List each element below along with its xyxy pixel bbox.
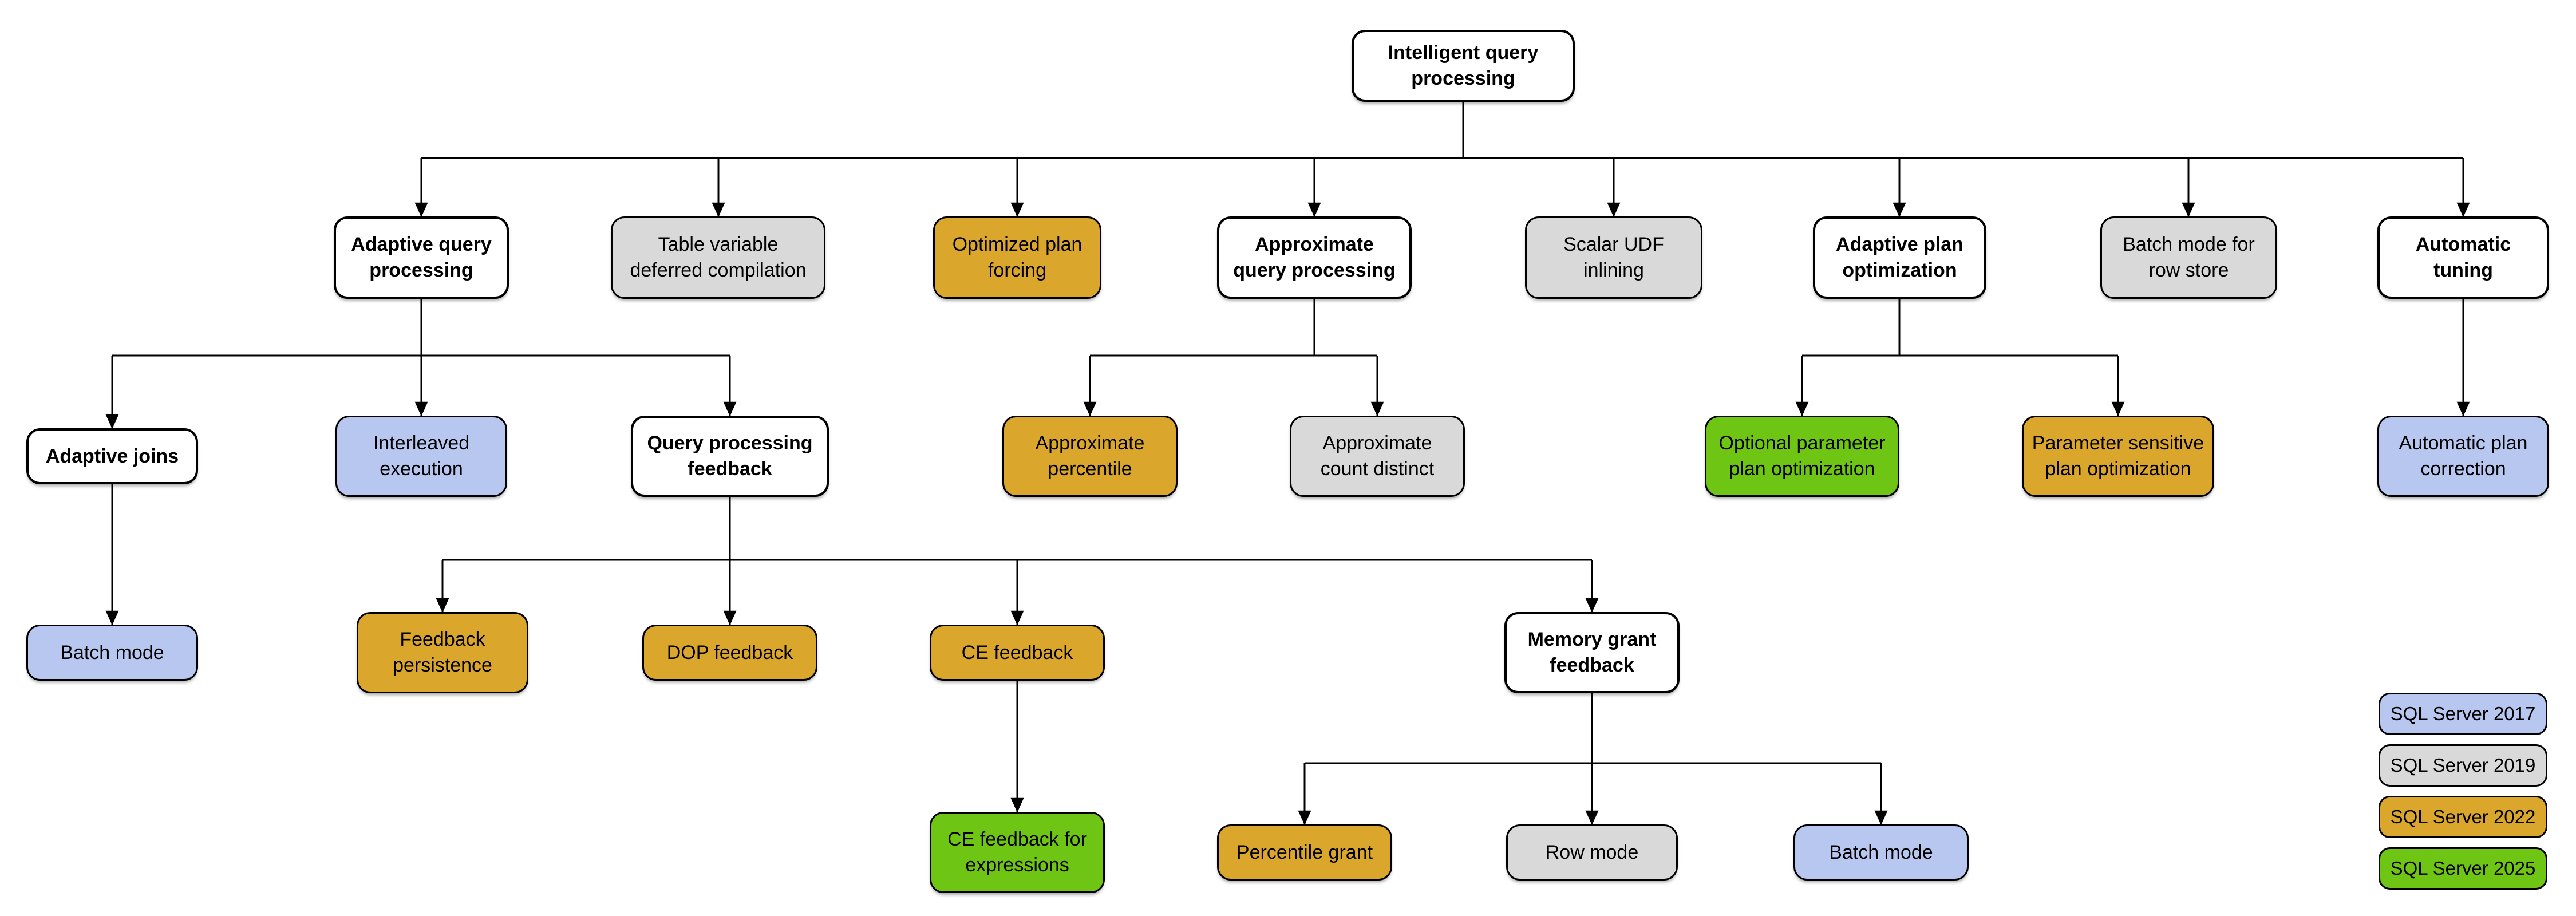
node-batch-mode-adaptive-joins: Batch mode <box>26 625 198 681</box>
node-adaptive-joins: Adaptive joins <box>26 428 198 484</box>
node-ce-feedback: CE feedback <box>930 625 1105 681</box>
bus-approximate-query-processing <box>1090 299 1377 357</box>
node-parameter-sensitive-plan-optimization: Parameter sensitive plan optimization <box>2022 416 2214 497</box>
node-percentile-grant: Percentile grant <box>1217 824 1392 881</box>
bus-query-processing-feedback <box>442 497 1592 561</box>
node-adaptive-query-processing: Adaptive query processing <box>334 216 509 299</box>
legend-item-sql-server-2025: SQL Server 2025 <box>2379 847 2547 890</box>
legend-item-sql-server-2019: SQL Server 2019 <box>2379 744 2547 787</box>
node-approximate-query-processing: Approximate query processing <box>1217 216 1412 299</box>
node-query-processing-feedback: Query processing feedback <box>631 416 829 497</box>
node-optional-parameter-plan-optimization: Optional parameter plan optimization <box>1705 416 1899 497</box>
node-table-variable-deferred-compilation: Table variable deferred compilation <box>611 216 825 299</box>
bus-adaptive-plan-optimization <box>1802 299 2118 357</box>
node-intelligent-query-processing: Intelligent query processing <box>1352 30 1575 102</box>
bus-root <box>421 102 2463 159</box>
node-row-mode: Row mode <box>1506 824 1678 881</box>
node-batch-mode-memory-grant: Batch mode <box>1793 824 1969 881</box>
node-interleaved-execution: Interleaved execution <box>335 416 507 497</box>
node-automatic-plan-correction: Automatic plan correction <box>2377 416 2549 497</box>
node-batch-mode-for-row-store: Batch mode for row store <box>2100 216 2277 299</box>
legend-item-sql-server-2017: SQL Server 2017 <box>2379 693 2547 735</box>
node-feedback-persistence: Feedback persistence <box>357 612 528 693</box>
bus-adaptive-query-processing <box>112 299 730 357</box>
node-approximate-percentile: Approximate percentile <box>1002 416 1178 497</box>
node-approximate-count-distinct: Approximate count distinct <box>1290 416 1465 497</box>
node-automatic-tuning: Automatic tuning <box>2377 216 2549 299</box>
node-memory-grant-feedback: Memory grant feedback <box>1504 612 1680 693</box>
node-adaptive-plan-optimization: Adaptive plan optimization <box>1813 216 1986 299</box>
node-scalar-udf-inlining: Scalar UDF inlining <box>1525 216 1702 299</box>
node-optimized-plan-forcing: Optimized plan forcing <box>933 216 1101 299</box>
node-dop-feedback: DOP feedback <box>642 625 817 681</box>
bus-memory-grant-feedback <box>1305 693 1881 764</box>
legend-item-sql-server-2022: SQL Server 2022 <box>2379 796 2547 838</box>
node-ce-feedback-for-expressions: CE feedback for expressions <box>930 812 1105 893</box>
